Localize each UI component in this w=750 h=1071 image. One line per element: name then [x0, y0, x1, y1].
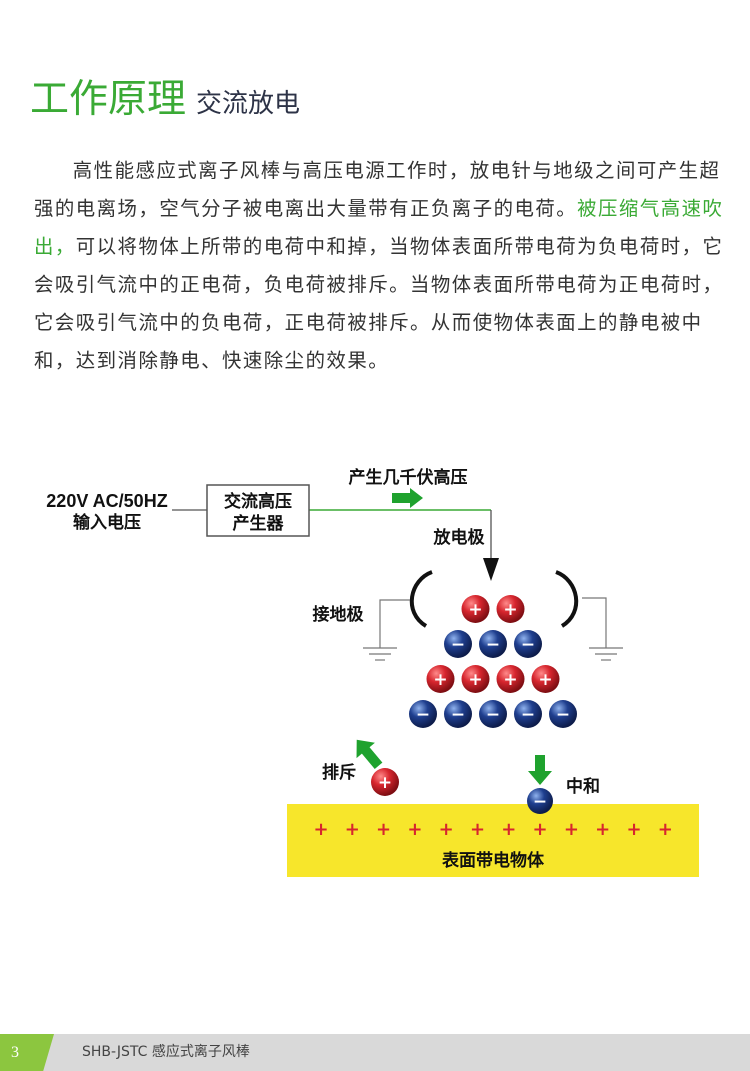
ion-symbol: −: [486, 635, 500, 655]
neutralizing-negative-ion: −: [527, 788, 553, 814]
input-voltage-label-2: 输入电压: [73, 512, 141, 533]
surface-object-label: 表面带电物体: [442, 850, 545, 871]
negative-ion: −: [514, 630, 542, 658]
high-voltage-label: 产生几千伏高压: [349, 467, 468, 488]
ion-symbol: +: [503, 670, 517, 690]
ion-symbol: +: [433, 670, 447, 690]
surface-positive-charge: +: [626, 819, 641, 840]
positive-ion: +: [531, 665, 560, 693]
negative-ion: −: [444, 700, 472, 728]
footer-bar: 3 SHB-JSTC 感应式离子风棒: [0, 1034, 750, 1071]
neutralize-arrow-icon: [528, 755, 552, 785]
intro-highlight: 被压缩气高速吹出，: [34, 197, 724, 258]
surface-positive-charge: +: [501, 819, 516, 840]
surface-positive-charge: +: [470, 819, 485, 840]
charged-surface-object: [287, 804, 699, 877]
repel-arrow-icon: [356, 739, 383, 770]
generator-label-2: 产生器: [233, 513, 285, 534]
ion-symbol: +: [468, 600, 482, 620]
generator-box: [206, 484, 310, 537]
left-ground-electrode: [409, 570, 433, 628]
negative-ion: −: [444, 630, 472, 658]
surface-positive-charge: +: [376, 819, 391, 840]
ion-symbol: −: [451, 635, 465, 655]
working-principle-diagram: 220V AC/50HZ 输入电压 交流高压 产生器 产生几千伏高压 放电极 接…: [46, 467, 699, 877]
negative-ion: −: [479, 630, 507, 658]
right-ground-electrode: [555, 570, 579, 628]
repel-label: 排斥: [322, 762, 356, 783]
intro-text-1: 高性能感应式离子风棒与高压电源工作时，放电针与地级之间可产生超强的电离场，空气分…: [34, 159, 721, 220]
input-voltage-label: 220V AC/50HZ: [46, 491, 167, 511]
surface-positive-charge: +: [313, 819, 328, 840]
ion-symbol: +: [503, 600, 517, 620]
ion-symbol: +: [538, 670, 552, 690]
surface-charges: + + + + + + + + + + + +: [313, 819, 672, 840]
negative-ion: −: [479, 700, 507, 728]
ion-cloud: ++−−−++++−−−−−: [409, 595, 577, 728]
left-ground-symbol: [363, 647, 397, 661]
right-ground-symbol: [589, 647, 623, 661]
surface-positive-charge: +: [533, 819, 548, 840]
ion-symbol: +: [468, 670, 482, 690]
footer-product-name: SHB-JSTC 感应式离子风棒: [82, 1044, 250, 1060]
generator-label-1: 交流高压: [224, 491, 292, 512]
intro-text-2: 可以将物体上所带的电荷中和掉，当物体表面所带电荷为负电荷时，它会吸引气流中的正电…: [34, 235, 724, 372]
positive-ion: +: [461, 595, 490, 623]
repelled-positive-ion: +: [371, 768, 399, 796]
page-title: 工作原理交流放电: [30, 76, 300, 131]
discharge-electrode-label: 放电极: [433, 527, 485, 548]
right-ground-wire: [582, 597, 607, 648]
title-sub: 交流放电: [196, 89, 301, 119]
down-arrow-icon: [483, 558, 499, 581]
negative-ion: −: [409, 700, 437, 728]
positive-ion: +: [496, 665, 525, 693]
positive-ion: +: [426, 665, 455, 693]
ion-symbol: +: [378, 773, 392, 793]
surface-positive-charge: +: [439, 819, 454, 840]
positive-ion: +: [496, 595, 525, 623]
surface-positive-charge: +: [407, 819, 422, 840]
surface-positive-charge: +: [345, 819, 360, 840]
page-number: 3: [11, 1044, 19, 1061]
page-number-tab: [0, 1034, 54, 1071]
ion-symbol: −: [556, 705, 570, 725]
surface-positive-charge: +: [564, 819, 579, 840]
ion-symbol: −: [451, 705, 465, 725]
left-ground-wire: [379, 599, 410, 648]
ion-symbol: −: [521, 705, 535, 725]
negative-ion: −: [514, 700, 542, 728]
right-arrow-icon: [392, 488, 423, 508]
ground-electrode-label: 接地极: [313, 604, 364, 625]
neutralize-label: 中和: [566, 776, 600, 797]
title-main: 工作原理: [30, 77, 187, 122]
surface-positive-charge: +: [595, 819, 610, 840]
ion-symbol: −: [521, 635, 535, 655]
ion-symbol: −: [416, 705, 430, 725]
positive-ion: +: [461, 665, 490, 693]
ion-symbol: −: [533, 792, 547, 812]
intro-paragraph: 高性能感应式离子风棒与高压电源工作时，放电针与地级之间可产生超强的电离场，空气分…: [34, 152, 724, 380]
negative-ion: −: [549, 700, 577, 728]
ion-symbol: −: [486, 705, 500, 725]
surface-positive-charge: +: [658, 819, 673, 840]
